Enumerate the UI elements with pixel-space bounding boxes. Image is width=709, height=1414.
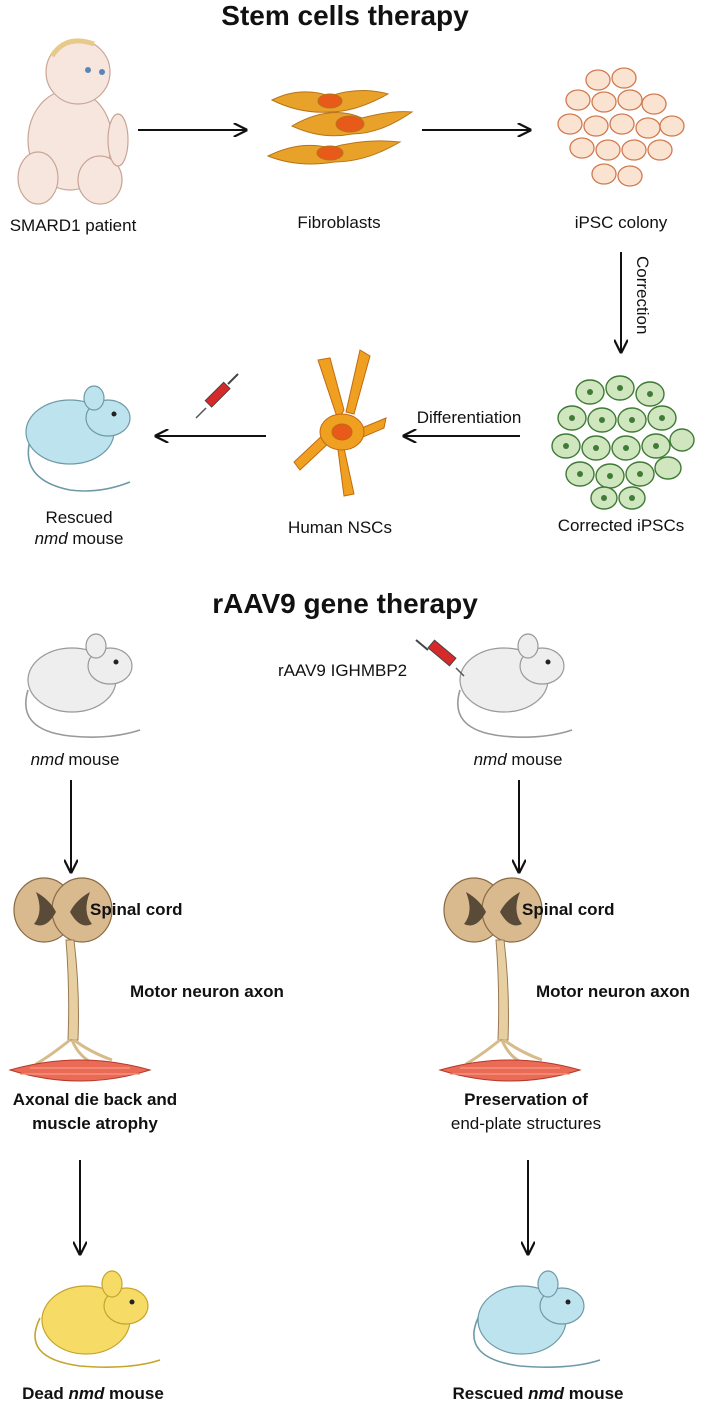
label-right-spinal: Spinal cord xyxy=(522,900,615,919)
label-right-nmd-mouse: nmd mouse xyxy=(473,750,563,769)
label-differentiation: Differentiation xyxy=(416,408,522,427)
baby-illustration xyxy=(17,38,129,205)
label-right-axon: Motor neuron axon xyxy=(536,982,690,1001)
label-rescued-top-1: Rescued xyxy=(45,508,113,527)
label-left-nmd-mouse: nmd mouse xyxy=(30,750,120,769)
label-right-outcome-1: Preservation of xyxy=(464,1090,588,1109)
muscle-right xyxy=(438,1059,582,1082)
label-left-outcome-1: Axonal die back and xyxy=(12,1090,178,1109)
corrected-ipsc-illustration xyxy=(551,375,695,510)
label-fibroblasts: Fibroblasts xyxy=(297,213,381,232)
nmd-mouse-left xyxy=(25,633,141,738)
label-correction: Correction xyxy=(633,256,652,335)
label-left-outcome-2: muscle atrophy xyxy=(32,1114,158,1133)
spinal-cord-left xyxy=(13,877,113,1068)
label-rescued-bottom: Rescued nmd mouse xyxy=(452,1384,624,1403)
label-left-axon: Motor neuron axon xyxy=(130,982,284,1001)
label-ipsc-colony: iPSC colony xyxy=(574,213,668,232)
label-human-nscs: Human NSCs xyxy=(288,518,392,537)
muscle-left xyxy=(8,1059,152,1082)
spinal-cord-right xyxy=(443,877,543,1068)
fibroblasts-illustration xyxy=(266,90,414,165)
label-rescued-top-2: nmd mouse xyxy=(34,529,124,548)
label-corrected-ipscs: Corrected iPSCs xyxy=(557,516,685,535)
ipsc-colony-illustration xyxy=(557,67,685,187)
nsc-illustration xyxy=(293,349,387,497)
label-smard1-patient: SMARD1 patient xyxy=(9,216,137,235)
stem-therapy-title: Stem cells therapy xyxy=(221,0,469,31)
label-dead-mouse: Dead nmd mouse xyxy=(22,1384,164,1403)
gene-therapy-title: rAAV9 gene therapy xyxy=(212,588,478,619)
rescued-mouse-top xyxy=(25,385,131,492)
label-right-outcome-2: end-plate structures xyxy=(450,1114,602,1133)
injection-syringe-icon xyxy=(415,639,465,677)
label-injection: rAAV9 IGHMBP2 xyxy=(278,661,408,680)
dead-mouse xyxy=(34,1270,161,1368)
nmd-mouse-right xyxy=(457,633,573,738)
syringe-icon xyxy=(195,373,239,419)
rescued-mouse-bottom xyxy=(473,1270,601,1368)
label-left-spinal: Spinal cord xyxy=(90,900,183,919)
